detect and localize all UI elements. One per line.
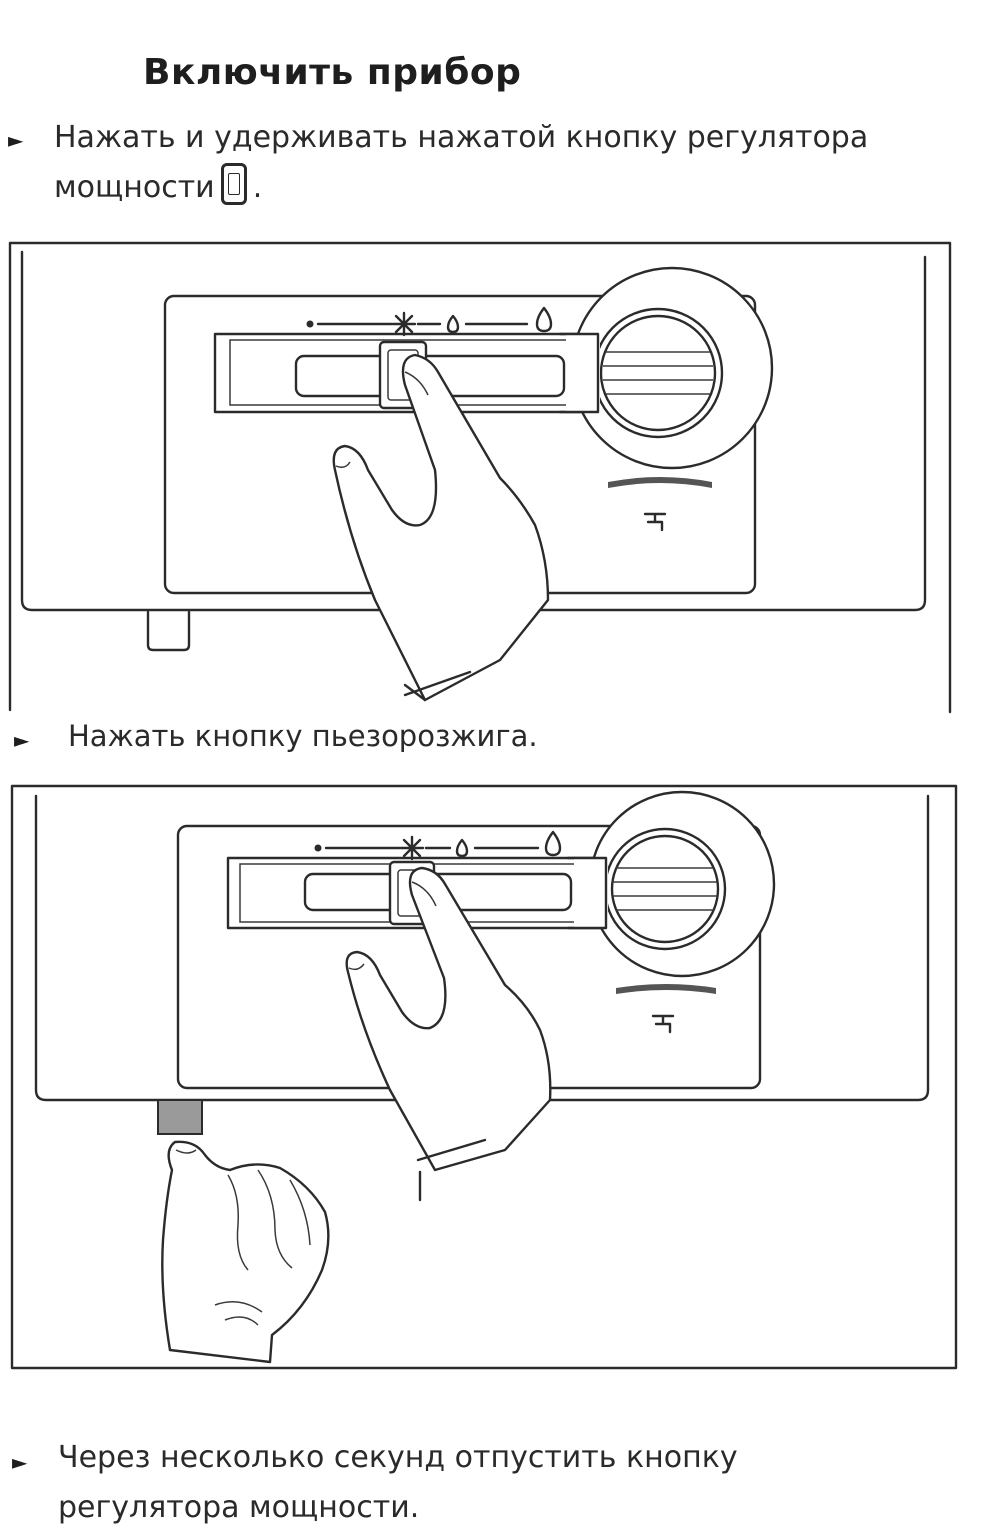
off-dot-icon xyxy=(306,320,314,328)
illustration-2-thumb-hand xyxy=(161,1140,330,1364)
illustration-1-piezo-button xyxy=(146,610,191,652)
illustration-1-faucet-icon xyxy=(643,512,667,532)
illustration-1-frame xyxy=(8,241,952,714)
small-flame-icon xyxy=(455,838,469,858)
page-title: Включить прибор xyxy=(143,52,522,93)
illustration-2-hand-on-regulator xyxy=(345,866,552,1172)
step-1-text: Нажать и удерживать нажатой кнопку регул… xyxy=(54,113,868,213)
small-flame-icon xyxy=(446,314,460,334)
power-regulator-knob-icon xyxy=(220,163,247,205)
step-3-bullet: ► xyxy=(12,1450,28,1474)
step-3-line-2: регулятора мощности. xyxy=(58,1490,420,1525)
illustration-2-piezo-button xyxy=(157,1099,203,1135)
spark-icon xyxy=(391,311,417,337)
step-3-text: Через несколько секунд отпустить кнопку … xyxy=(58,1433,738,1533)
large-flame-icon xyxy=(535,306,553,333)
illustration-1 xyxy=(8,241,952,714)
illustration-2-temperature-bar xyxy=(616,984,716,994)
illustration-1-hand xyxy=(332,353,550,702)
step-3-line-1: Через несколько секунд отпустить кнопку xyxy=(58,1440,738,1475)
illustration-2 xyxy=(10,784,958,1370)
illustration-2-frame xyxy=(10,784,958,1370)
illustration-2-faucet-icon xyxy=(651,1014,675,1034)
step-1-line-2: мощности. xyxy=(54,163,868,213)
step-1-bullet: ► xyxy=(8,128,24,152)
step-1-period: . xyxy=(252,170,263,205)
illustration-1-temperature-bar xyxy=(608,477,712,488)
off-dot-icon xyxy=(314,844,322,852)
step-1-line-1: Нажать и удерживать нажатой кнопку регул… xyxy=(54,120,869,155)
illustration-2-scale xyxy=(314,830,562,861)
step-2-bullet: ► xyxy=(14,728,30,752)
spark-icon xyxy=(399,835,425,861)
step-2-text: Нажать кнопку пьезорозжига. xyxy=(68,719,538,753)
illustration-2-dial-ring xyxy=(588,790,776,978)
large-flame-icon xyxy=(544,830,562,857)
step-1-line-2-text: мощности xyxy=(54,170,215,205)
illustration-1-scale xyxy=(306,306,553,337)
